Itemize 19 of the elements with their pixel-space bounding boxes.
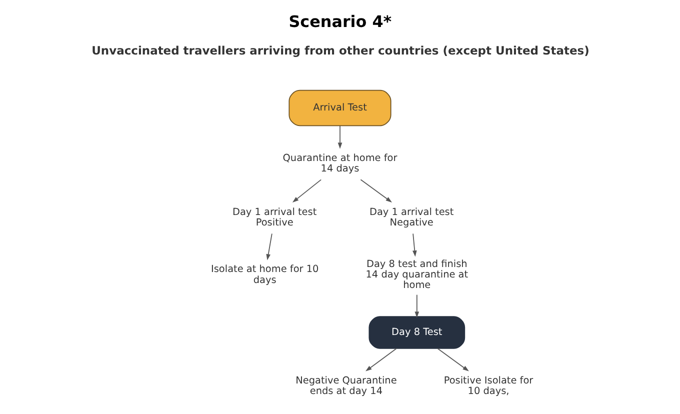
arrow <box>338 126 342 149</box>
arrow <box>412 233 417 257</box>
arrow <box>266 233 272 260</box>
arrow <box>292 179 322 202</box>
arrow <box>360 179 392 202</box>
arrow <box>414 294 420 318</box>
node-text: Day 1 arrival test Negative <box>370 206 454 228</box>
node-text: Day 1 arrival test Positive <box>232 206 317 228</box>
node-box: Day 8 Test <box>368 316 466 349</box>
label: Unvaccinated travellers arriving from other countries (except United States) <box>92 43 590 58</box>
node-text: Quarantine at home for 14 days <box>282 152 398 174</box>
node-text: Day 8 test and finish 14 day quarantine at home <box>366 258 468 292</box>
arrow <box>366 348 397 372</box>
node-text: Negative Quarantine ends at day 14 <box>296 376 397 398</box>
diagram-title: Scenario 4* <box>288 12 392 32</box>
node-text: Isolate at home for 10 days <box>210 264 319 286</box>
node-text: Positive Isolate for 10 days, <box>444 376 534 398</box>
arrow <box>437 348 469 372</box>
node-box: Arrival Test <box>288 90 392 126</box>
